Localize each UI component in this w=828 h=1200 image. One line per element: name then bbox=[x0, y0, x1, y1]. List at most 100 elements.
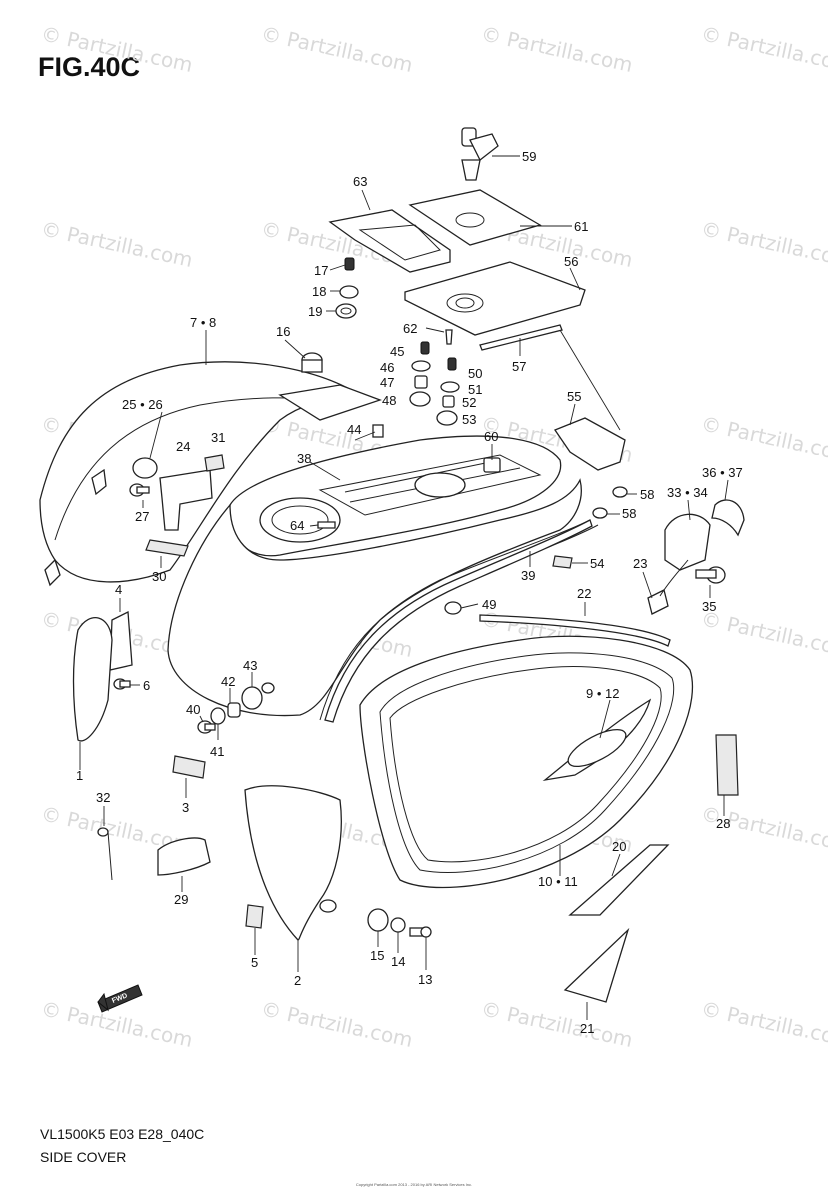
part-console-cover-56 bbox=[404, 261, 586, 336]
part-tank-panel-10-11 bbox=[359, 635, 694, 889]
watermark-text: © Partzilla.com bbox=[699, 216, 828, 272]
part-bracket-55 bbox=[554, 417, 626, 471]
callout-13: 13 bbox=[418, 972, 432, 987]
callout-33-34: 33 • 34 bbox=[667, 485, 708, 500]
callout-56: 56 bbox=[564, 254, 578, 269]
watermark-text: © Partzilla.com bbox=[699, 411, 828, 467]
watermark-text: © Partzilla.com bbox=[699, 606, 828, 662]
watermark-text: © Partzilla.com bbox=[259, 996, 415, 1052]
part-strip-22 bbox=[479, 614, 671, 647]
part-fasteners-45-53 bbox=[409, 341, 460, 426]
watermark-text: © Partzilla.com bbox=[479, 21, 635, 77]
part-cover-1 bbox=[72, 617, 113, 742]
callout-labels: 59 63 61 56 17 18 19 7 • 8 16 62 45 50 5… bbox=[76, 149, 743, 1036]
part-bracket-16 bbox=[278, 352, 382, 421]
callout-58b: 58 bbox=[622, 506, 636, 521]
callout-47: 47 bbox=[380, 375, 394, 390]
callout-4: 4 bbox=[115, 582, 122, 597]
callout-64: 64 bbox=[290, 518, 304, 533]
callout-31: 31 bbox=[211, 430, 225, 445]
callout-28: 28 bbox=[716, 816, 730, 831]
part-key-lock bbox=[461, 127, 499, 181]
part-cover-33-34 bbox=[664, 513, 711, 571]
callout-18: 18 bbox=[312, 284, 326, 299]
callout-23: 23 bbox=[633, 556, 647, 571]
part-trim-39 bbox=[324, 519, 593, 723]
callout-41: 41 bbox=[210, 744, 224, 759]
callout-59: 59 bbox=[522, 149, 536, 164]
part-fasteners-40-43 bbox=[197, 682, 275, 734]
callout-24: 24 bbox=[176, 439, 190, 454]
watermark-text: © Partzilla.com bbox=[479, 996, 635, 1052]
part-lower-cover-2 bbox=[244, 785, 342, 941]
callout-60: 60 bbox=[484, 429, 498, 444]
watermark-text: © Partzilla.com bbox=[699, 996, 828, 1052]
callout-27: 27 bbox=[135, 509, 149, 524]
part-bracket-24 bbox=[159, 469, 213, 531]
callout-5: 5 bbox=[251, 955, 258, 970]
section-name: SIDE COVER bbox=[40, 1149, 127, 1165]
watermark-text: © Partzilla.com bbox=[39, 21, 195, 77]
callout-3: 3 bbox=[182, 800, 189, 815]
copyright-notice: Copyright Partzilla.com 2013 - 2016 by A… bbox=[355, 1182, 473, 1187]
callout-40: 40 bbox=[186, 702, 200, 717]
callout-43: 43 bbox=[243, 658, 257, 673]
callout-42: 42 bbox=[221, 674, 235, 689]
callout-51: 51 bbox=[468, 382, 482, 397]
callout-61: 61 bbox=[574, 219, 588, 234]
callout-29: 29 bbox=[174, 892, 188, 907]
callout-32: 32 bbox=[96, 790, 110, 805]
callout-52: 52 bbox=[462, 395, 476, 410]
callout-30: 30 bbox=[152, 569, 166, 584]
part-trim-plate-63 bbox=[328, 209, 451, 273]
callout-55: 55 bbox=[567, 389, 581, 404]
callout-14: 14 bbox=[391, 954, 405, 969]
callout-19: 19 bbox=[308, 304, 322, 319]
watermark-text: © Partzilla.com bbox=[39, 216, 195, 272]
callout-9-12: 9 • 12 bbox=[586, 686, 619, 701]
part-tube-29 bbox=[157, 837, 211, 876]
part-bracket-4 bbox=[109, 610, 133, 671]
callout-53: 53 bbox=[462, 412, 476, 427]
callout-36-37: 36 • 37 bbox=[702, 465, 743, 480]
part-fasteners-13-15 bbox=[367, 908, 432, 938]
callout-16: 16 bbox=[276, 324, 290, 339]
part-fasteners-17-19 bbox=[335, 257, 359, 319]
callout-6: 6 bbox=[143, 678, 150, 693]
callout-63: 63 bbox=[353, 174, 367, 189]
callout-62: 62 bbox=[403, 321, 417, 336]
callout-46: 46 bbox=[380, 360, 394, 375]
callout-20: 20 bbox=[612, 839, 626, 854]
part-cover-plate-61 bbox=[408, 189, 542, 246]
fwd-arrow-icon: FWD bbox=[97, 984, 143, 1013]
part-pad-20 bbox=[568, 844, 670, 916]
callout-57: 57 bbox=[512, 359, 526, 374]
part-grommet-25-26 bbox=[132, 457, 158, 479]
callout-22: 22 bbox=[577, 586, 591, 601]
callout-2: 2 bbox=[294, 973, 301, 988]
callout-25-26: 25 • 26 bbox=[122, 397, 163, 412]
callout-45: 45 bbox=[390, 344, 404, 359]
callout-17: 17 bbox=[314, 263, 328, 278]
callout-35: 35 bbox=[702, 599, 716, 614]
model-code: VL1500K5 E03 E28_040C bbox=[40, 1126, 205, 1142]
callout-44: 44 bbox=[347, 422, 361, 437]
leader-lines bbox=[79, 155, 729, 1020]
watermark-text: © Partzilla.com bbox=[259, 21, 415, 77]
callout-15: 15 bbox=[370, 948, 384, 963]
callout-38: 38 bbox=[297, 451, 311, 466]
watermark-text: © Partzilla.com bbox=[699, 21, 828, 77]
callout-39: 39 bbox=[521, 568, 535, 583]
part-pad-21 bbox=[563, 927, 630, 1003]
figure-title: FIG.40C bbox=[38, 52, 141, 82]
callout-54: 54 bbox=[590, 556, 604, 571]
callout-49: 49 bbox=[482, 597, 496, 612]
callout-21: 21 bbox=[580, 1021, 594, 1036]
parts-drawing: FWD bbox=[39, 127, 745, 1036]
callout-50: 50 bbox=[468, 366, 482, 381]
part-side-cover-body bbox=[167, 478, 582, 717]
callout-58a: 58 bbox=[640, 487, 654, 502]
callout-7-8: 7 • 8 bbox=[190, 315, 216, 330]
part-band-36-37 bbox=[711, 499, 745, 537]
